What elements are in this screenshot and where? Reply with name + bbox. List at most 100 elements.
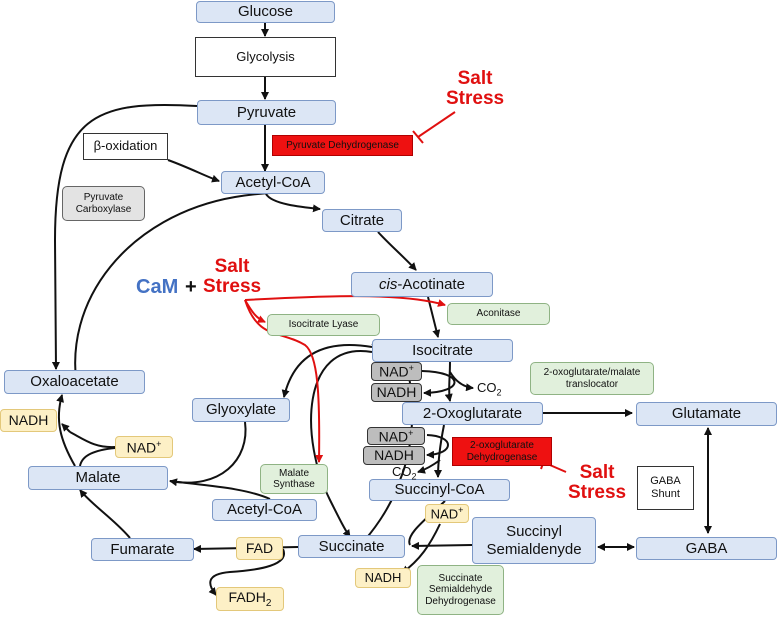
metabolite-citrate: Citrate [322, 209, 402, 232]
stress-text: Stress [446, 87, 505, 109]
metabolite-glyoxylate: Glyoxylate [192, 398, 290, 422]
arrow-ssa-succinate [411, 541, 473, 550]
plus-sup: + [156, 438, 162, 449]
process-glycolysis: Glycolysis [195, 37, 336, 77]
metabolite-fumarate: Fumarate [91, 538, 194, 561]
arrow-pyruvate-oxaloacetate [51, 103, 198, 370]
nad-iso-label: NAD+ [379, 363, 414, 380]
metabolite-oxaloacetate: Oxaloacetate [4, 370, 145, 394]
co2-isocitrate: CO2 [477, 380, 502, 398]
oxaloacetate-label: Oxaloacetate [30, 373, 119, 391]
ssadh-line2: Semialdehyde [428, 584, 493, 596]
plus-sup-oxo: + [408, 427, 414, 438]
cam-label: CaM [136, 276, 179, 298]
salt-text-ogdh: Salt [579, 462, 615, 483]
enzyme-aconitase: Aconitase [447, 303, 550, 325]
glutamate-label: Glutamate [671, 405, 742, 423]
arrow-beta-oxidation [167, 159, 220, 183]
regulation-malate-synthase [244, 299, 324, 463]
arrow-glyoxylate-malate [169, 421, 247, 487]
cofactor-nad-malate: NAD+ [115, 436, 173, 458]
pc-line1: Pyruvate [83, 192, 124, 203]
inhibition-pdh [417, 111, 456, 138]
gaba-label: GABA [685, 539, 728, 557]
gaba-shunt-line1: GABA [650, 475, 681, 488]
ogdh-line2: Dehydrogenase [466, 451, 538, 463]
nad-text: NAD [126, 439, 157, 456]
cofactor-nadh-isocitrate: NADH [371, 383, 422, 402]
ms-line2: Synthase [273, 479, 315, 490]
ms-line1: Malate [278, 467, 309, 479]
oxoglutarate-label: 2-Oxoglutarate [422, 404, 523, 422]
cofactor-fad: FAD [236, 537, 283, 560]
cofactor-fadh2: FADH2 [216, 587, 284, 611]
arrow-acetylcoa-citrate [265, 193, 321, 213]
co2-oxo-sub: 2 [411, 471, 417, 482]
enzyme-isocitrate-lyase: Isocitrate Lyase [267, 314, 380, 336]
acetyl-coa-label: Acetyl-CoA [235, 173, 311, 191]
pc-line2: Carboxylase [75, 203, 132, 215]
regulation-aconitase [244, 295, 446, 307]
salt-text-cam: Salt [214, 256, 250, 277]
nad-ssa-label: NAD+ [431, 505, 464, 522]
cofactor-nadh-malate: NADH [0, 409, 57, 432]
metabolite-succinyl-coa: Succinyl-CoA [369, 479, 510, 501]
nad-malate-label: NAD+ [127, 439, 162, 456]
plus-sign: + [185, 276, 197, 298]
glucose-label: Glucose [237, 3, 294, 21]
cofactor-nad-isocitrate: NAD+ [371, 362, 422, 381]
succinate-label: Succinate [318, 537, 385, 555]
translocator-line1: 2-oxoglutarate/malate [543, 367, 641, 378]
inhibition-pdh-bar [412, 130, 424, 144]
nad-oxo-text: NAD [378, 428, 409, 445]
metabolite-cis-aconitate: cis-Acotinate [351, 272, 493, 297]
stress-text-cam: Stress [203, 275, 262, 297]
cofactor-nad-oxoglutarate: NAD+ [367, 427, 425, 445]
acetyl-coa-2-label: Acetyl-CoA [226, 501, 303, 519]
arrow-fad-fadh2 [208, 548, 285, 596]
arrow-citrate-cisaconitate [377, 231, 417, 271]
pdh-label: Pyruvate Dehydrogenase [286, 139, 399, 151]
pyruvate-label: Pyruvate [236, 103, 297, 121]
process-beta-oxidation: β-oxidation [83, 133, 168, 160]
nad-oxo-label: NAD+ [379, 428, 414, 445]
aconitase-label: Aconitase [476, 308, 521, 320]
arrow-isocitrate-oxoglutarate [444, 360, 453, 402]
enzyme-pyruvate-dehydrogenase: Pyruvate Dehydrogenase [272, 135, 413, 156]
glyoxylate-label: Glyoxylate [205, 401, 277, 419]
ssadh-line3: Dehydrogenase [425, 595, 496, 607]
metabolite-pyruvate: Pyruvate [197, 100, 336, 125]
arrow-co2-iso [449, 371, 474, 392]
arrow-malate-nad-link [79, 447, 116, 467]
metabolite-2-oxoglutarate: 2-Oxoglutarate [402, 402, 543, 425]
metabolite-gaba: GABA [636, 537, 777, 560]
fumarate-label: Fumarate [110, 540, 175, 558]
nadh-oxo-label: NADH [374, 447, 414, 464]
stress-text-ogdh: Stress [568, 481, 627, 503]
arrow-nad-nadh-iso [421, 370, 456, 397]
aconitate-suffix: -Acotinate [397, 275, 465, 293]
glycolysis-label: Glycolysis [236, 48, 295, 64]
arrow-cisaconitate-isocitrate [427, 296, 441, 338]
malate-label: Malate [75, 469, 121, 487]
salt-text: Salt [457, 68, 493, 89]
cis-prefix: cis [379, 275, 398, 293]
co2-iso-text: CO [477, 380, 497, 395]
arrow-nad-nadh-oxo [426, 434, 449, 459]
co2-iso-sub: 2 [496, 387, 502, 398]
metabolite-acetyl-coa: Acetyl-CoA [221, 171, 325, 194]
icl-label: Isocitrate Lyase [288, 319, 359, 331]
plus-sup-ssa: + [458, 504, 464, 515]
cofactor-nadh-oxoglutarate: NADH [363, 446, 425, 465]
ogdh-line1: 2-oxoglutarate [470, 440, 534, 451]
co2-oxo-text: CO [392, 464, 412, 479]
ssadh-line1: Succinate [438, 572, 483, 584]
